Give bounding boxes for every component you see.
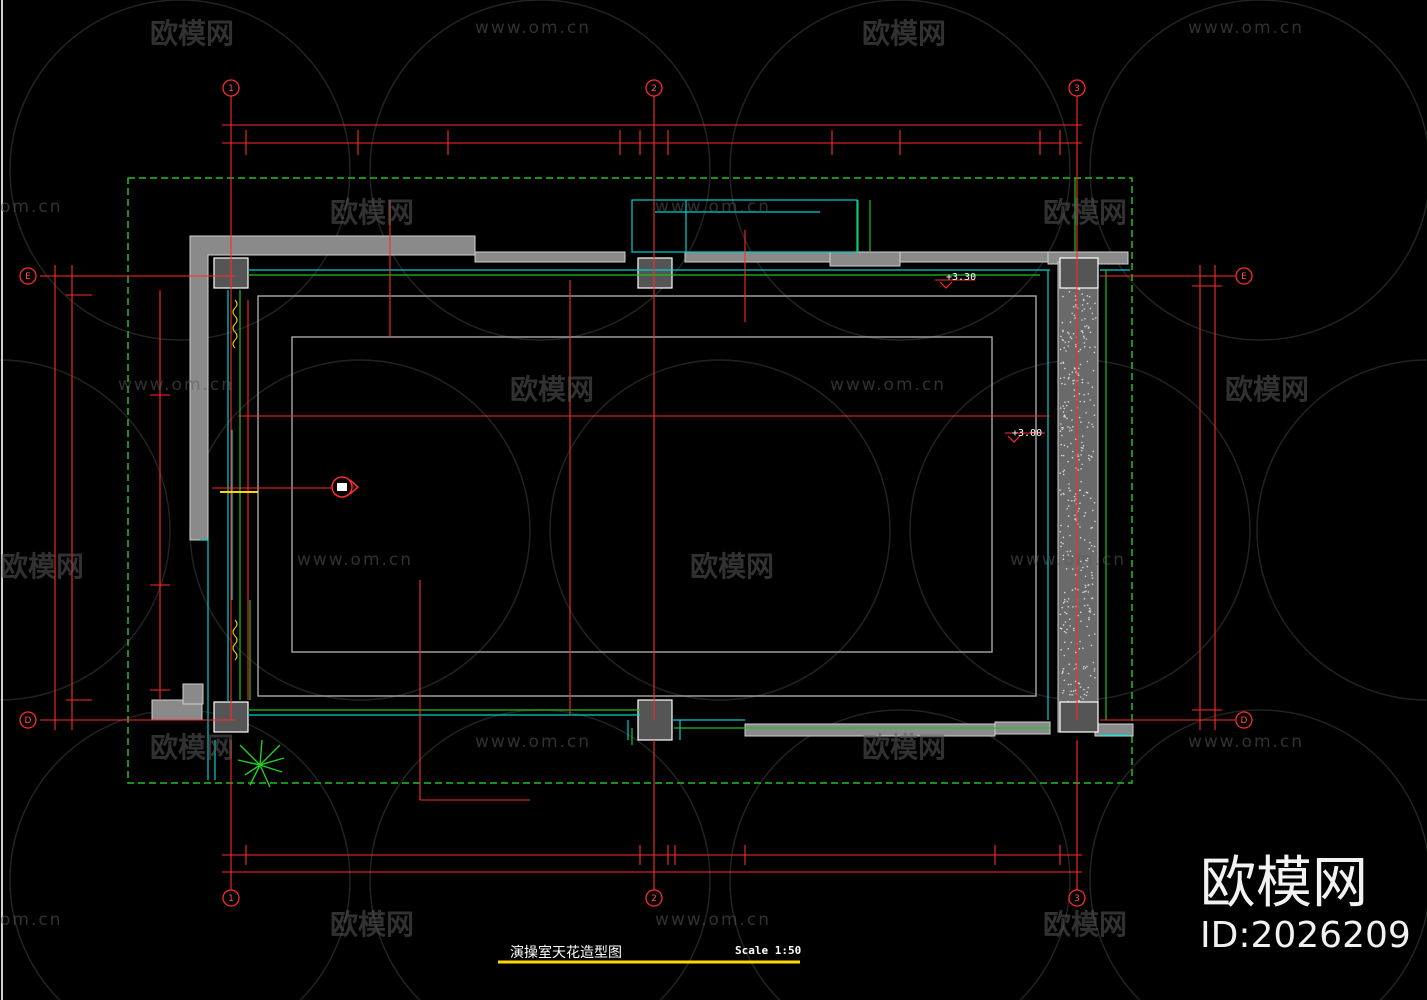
axis-bubble-labels: 1 2 3 1 2 3 E D E D — [25, 84, 1248, 904]
section-marker-icon — [331, 476, 360, 498]
drawing-scale: Scale 1:50 — [735, 944, 802, 957]
axis-label-left-e: E — [25, 272, 31, 282]
structural-columns — [213, 257, 1099, 741]
axis-label-top-2: 2 — [651, 84, 657, 94]
elevation-label-top: +3.30 — [946, 272, 976, 283]
axis-label-left-d: D — [25, 716, 32, 726]
ceiling-boundary — [127, 177, 1133, 784]
drawing-title: 演操室天花造型图 — [510, 945, 622, 961]
axis-label-bottom-3: 3 — [1074, 894, 1080, 904]
axis-label-right-d: D — [1241, 716, 1248, 726]
elevation-symbols — [939, 281, 1021, 443]
green-details — [239, 178, 1107, 745]
dimension-lines — [40, 95, 1235, 890]
axis-label-top-1: 1 — [228, 84, 234, 94]
model-id: ID:2026209 — [1200, 915, 1411, 956]
axis-label-right-e: E — [1241, 272, 1247, 282]
axis-label-top-3: 3 — [1074, 84, 1080, 94]
ceiling-outlines — [257, 295, 1037, 697]
elevation-label-main: +3.00 — [1012, 428, 1042, 439]
cyan-details — [200, 199, 1130, 780]
elevation-labels: +3.30 +3.00 — [946, 272, 1042, 439]
curtain-detail — [220, 299, 258, 661]
axis-label-bottom-1: 1 — [228, 894, 234, 904]
axis-bubbles — [19, 79, 1253, 907]
plant-icon — [237, 739, 285, 788]
axis-label-bottom-2: 2 — [651, 894, 657, 904]
column-stipple — [1059, 264, 1097, 728]
brand-logo-text: 欧模网 — [1200, 851, 1368, 916]
